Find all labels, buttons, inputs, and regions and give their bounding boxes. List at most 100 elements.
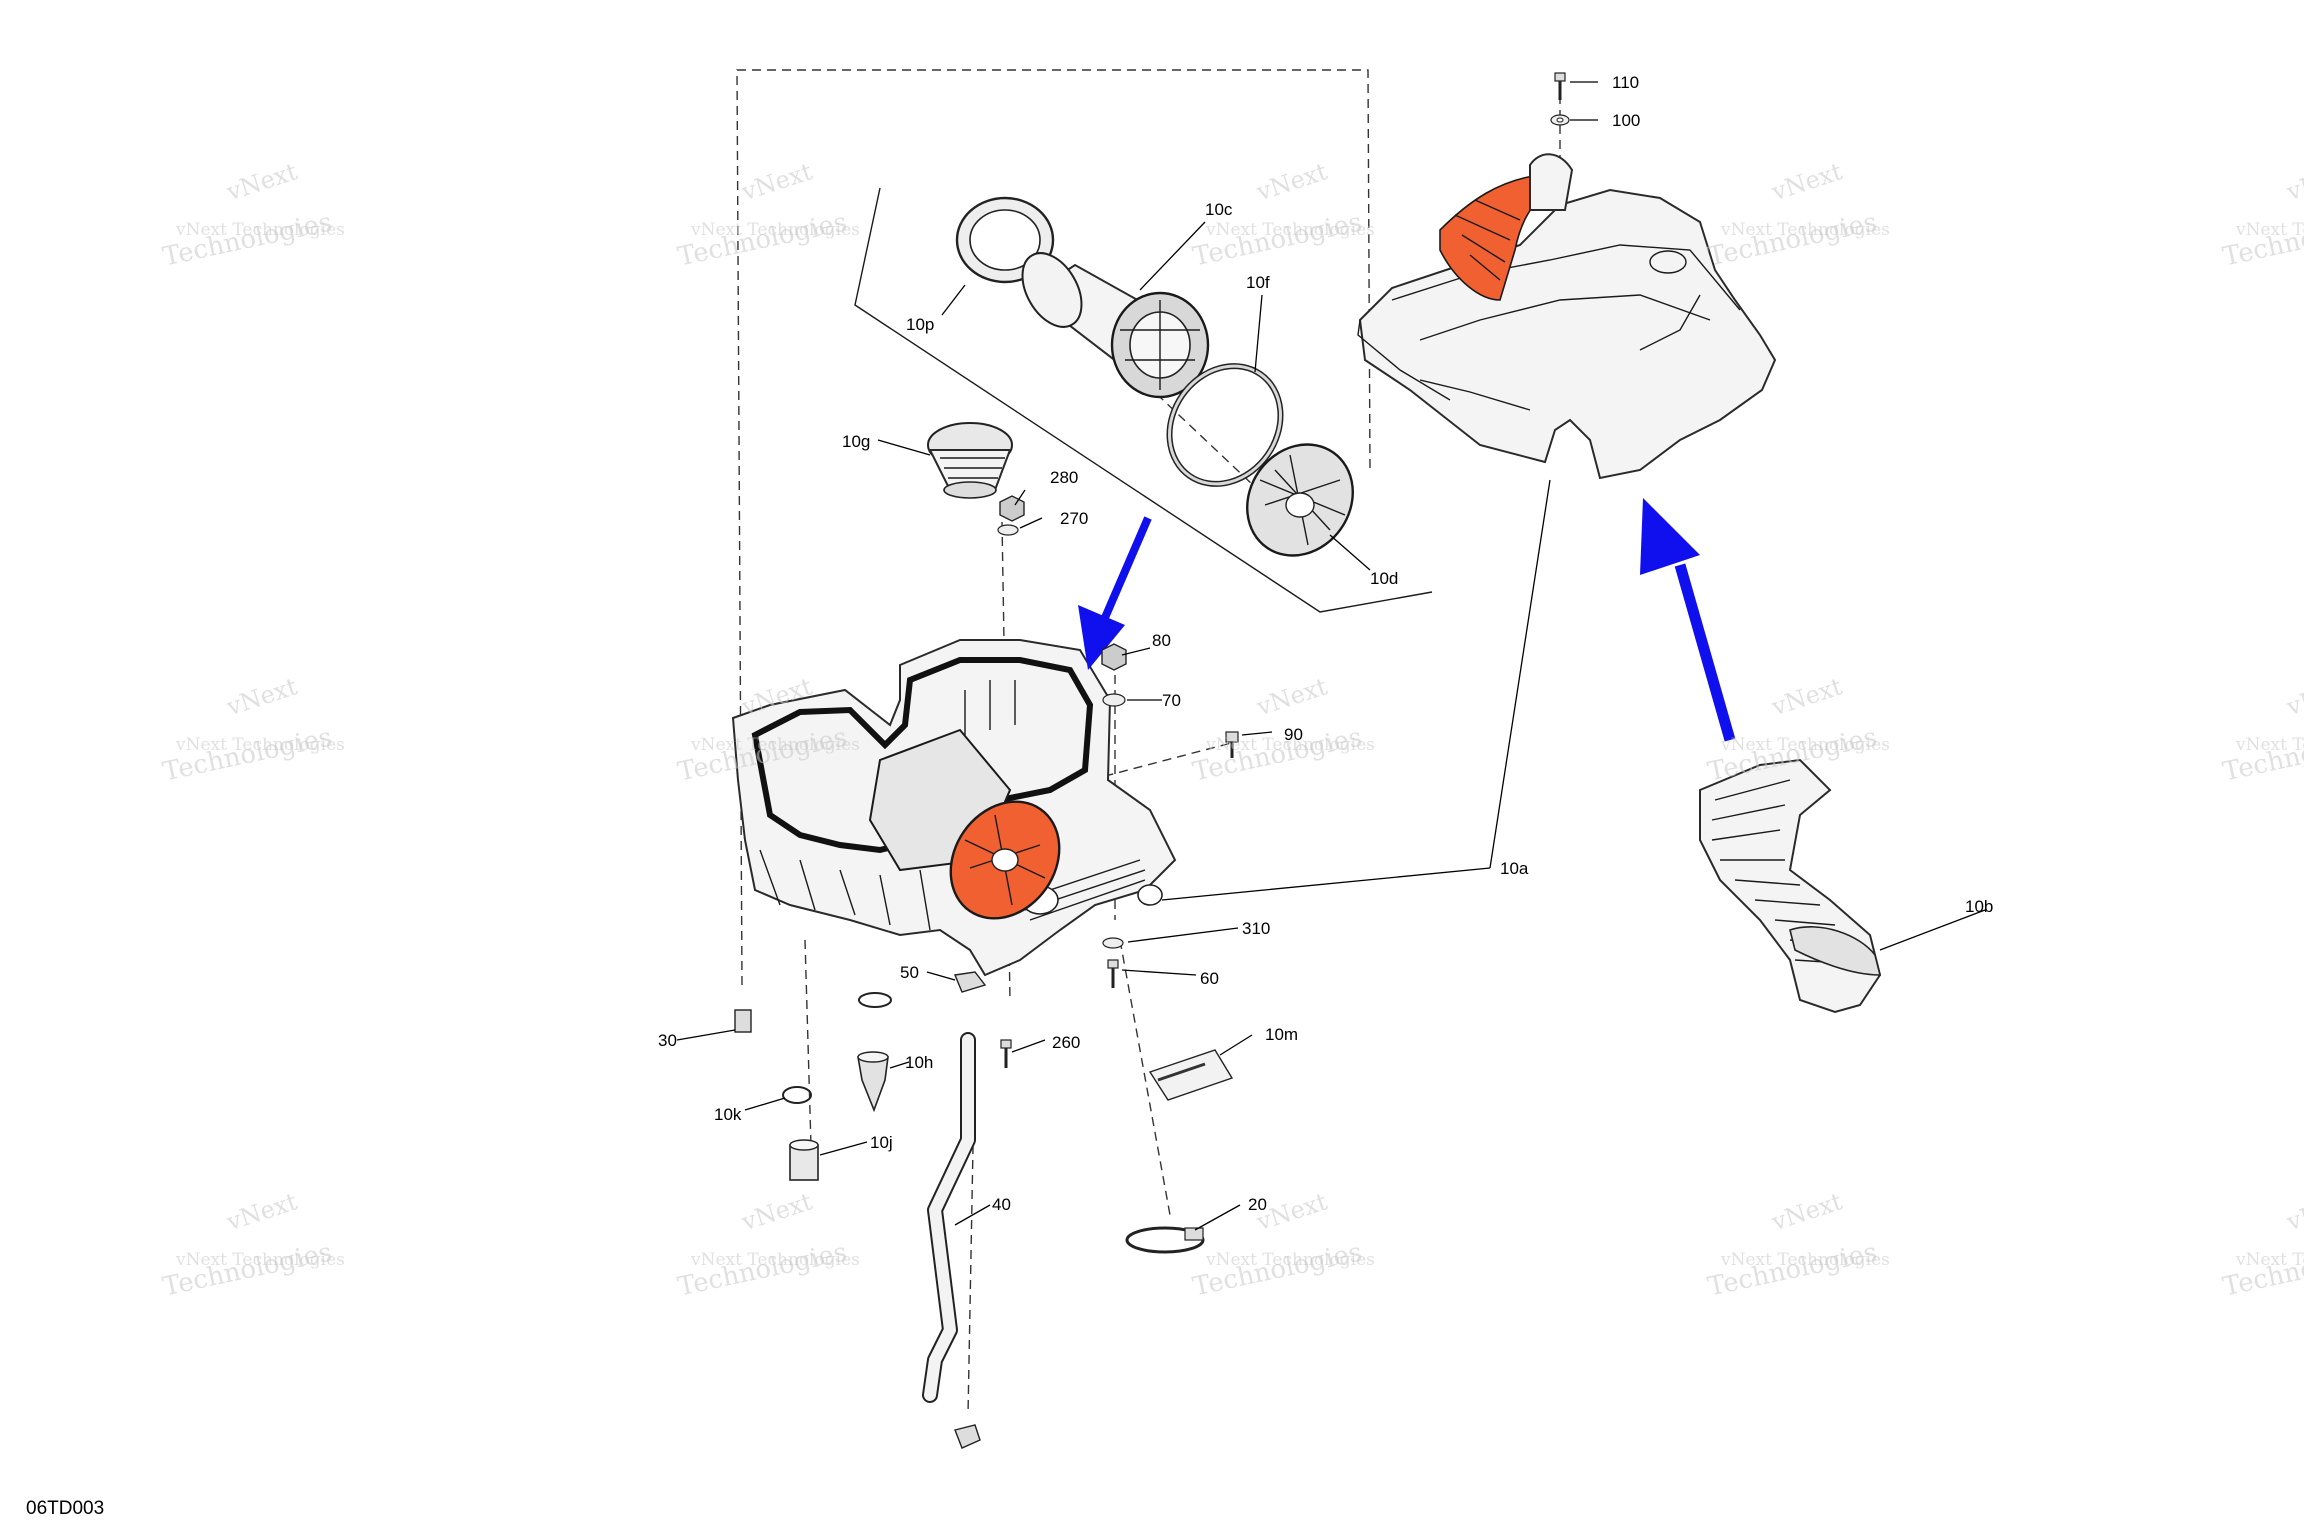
callout-60: 60 xyxy=(1200,969,1219,988)
hose-clamp-20 xyxy=(1125,1226,1205,1254)
intake-duct-10b xyxy=(1699,758,1882,1014)
callout-10j: 10j xyxy=(870,1133,893,1152)
watermark-text: vNext xyxy=(738,157,816,206)
callout-20: 20 xyxy=(1248,1195,1267,1214)
nut-80 xyxy=(1101,643,1127,671)
callout-10p: 10p xyxy=(906,315,934,334)
filter-element-10c xyxy=(1021,252,1210,399)
watermark-text: vNext xyxy=(1768,1187,1846,1236)
watermark-text: vNext Technologies xyxy=(690,220,860,240)
watermark-text: vNext xyxy=(1253,672,1331,721)
watermark-text: vNext xyxy=(2283,157,2304,206)
watermark-text: vNext xyxy=(2283,1187,2304,1236)
watermark-text: vNext Technologies xyxy=(1205,1250,1375,1270)
screw-110 xyxy=(1554,72,1566,100)
washer-100 xyxy=(1550,114,1570,126)
screw-90 xyxy=(1225,731,1239,758)
callout-70: 70 xyxy=(1162,691,1181,710)
watermark-text: vNext Technologies xyxy=(175,220,345,240)
filter-group-bracket xyxy=(854,187,1433,613)
watermark-text: vNext xyxy=(1768,672,1846,721)
watermark-text: vNext Technologies xyxy=(2235,220,2304,240)
callout-280: 280 xyxy=(1050,468,1078,487)
watermark-text: vNext Technologies xyxy=(1720,735,1890,755)
watermark-text: vNext Technologies xyxy=(2235,1250,2304,1270)
callout-260: 260 xyxy=(1052,1033,1080,1052)
callout-10b: 10b xyxy=(1965,897,1993,916)
callout-90: 90 xyxy=(1284,725,1303,744)
label-decal-10m xyxy=(1148,1049,1234,1101)
watermark-text: vNext xyxy=(738,1187,816,1236)
valve-10g xyxy=(927,422,1013,499)
callout-10h: 10h xyxy=(905,1053,933,1072)
ring-clamp-50b xyxy=(858,992,892,1008)
callout-10d: 10d xyxy=(1370,569,1398,588)
washer-70 xyxy=(1102,693,1126,707)
clip-10k xyxy=(782,1086,812,1104)
cover-highlight-duct xyxy=(1439,174,1546,301)
callout-80: 80 xyxy=(1152,631,1171,650)
nut-280 xyxy=(999,495,1025,522)
watermark-text: vNext xyxy=(223,157,301,206)
airbox-cover xyxy=(1357,153,1777,480)
screw-60 xyxy=(1107,959,1119,988)
watermark-text: vNext Technologies xyxy=(1720,220,1890,240)
watermark-text: vNext Technologies xyxy=(690,1250,860,1270)
callout-labels: 110 100 10c 10f 10p 10g 280 270 10d 80 7… xyxy=(658,73,1993,1214)
callout-110: 110 xyxy=(1612,73,1639,92)
callout-30: 30 xyxy=(658,1031,677,1050)
callout-310: 310 xyxy=(1242,919,1270,938)
watermark-text: vNext Technologies xyxy=(1205,220,1375,240)
callout-10f: 10f xyxy=(1246,273,1270,292)
callout-10c: 10c xyxy=(1205,200,1233,219)
watermark-text: vNext xyxy=(223,1187,301,1236)
watermark-text: vNext Technologies xyxy=(175,735,345,755)
watermark-text: vNext Technologies xyxy=(175,1250,345,1270)
watermark-text: vNext Technologies xyxy=(2235,735,2304,755)
cap-10h xyxy=(857,1051,889,1113)
watermark-text: vNext Technologies xyxy=(1720,1250,1890,1270)
washer-310 xyxy=(1102,937,1124,949)
assembly-arrow-filter xyxy=(1078,516,1152,670)
watermark-text: vNext xyxy=(2283,672,2304,721)
end-cap-10d xyxy=(1246,443,1354,557)
callout-50: 50 xyxy=(900,963,919,982)
watermark-text: vNext xyxy=(1253,157,1331,206)
assembly-arrow-cover xyxy=(1640,498,1736,742)
callout-10a: 10a xyxy=(1500,859,1529,878)
diagram-code: 06TD003 xyxy=(26,1498,104,1519)
callout-10m: 10m xyxy=(1265,1025,1298,1044)
airbox-lower-housing xyxy=(731,639,1177,977)
drain-hose-40 xyxy=(922,1032,981,1449)
callout-10g: 10g xyxy=(842,432,870,451)
washer-270 xyxy=(997,524,1019,536)
callout-40: 40 xyxy=(992,1195,1011,1214)
leader-lines xyxy=(676,81,1986,1231)
watermark-text: vNext xyxy=(1768,157,1846,206)
watermark-text: vNext Technologies xyxy=(690,735,860,755)
watermark-text: vNext xyxy=(223,672,301,721)
callout-270: 270 xyxy=(1060,509,1088,528)
screw-260 xyxy=(1000,1039,1012,1068)
sleeve-10j xyxy=(789,1139,819,1181)
clip-50 xyxy=(954,971,987,993)
callout-100: 100 xyxy=(1612,111,1640,130)
watermark-text: vNext Technologies xyxy=(1205,735,1375,755)
clip-30 xyxy=(734,1009,752,1033)
ring-10f xyxy=(1166,363,1284,487)
callout-10k: 10k xyxy=(714,1105,742,1124)
